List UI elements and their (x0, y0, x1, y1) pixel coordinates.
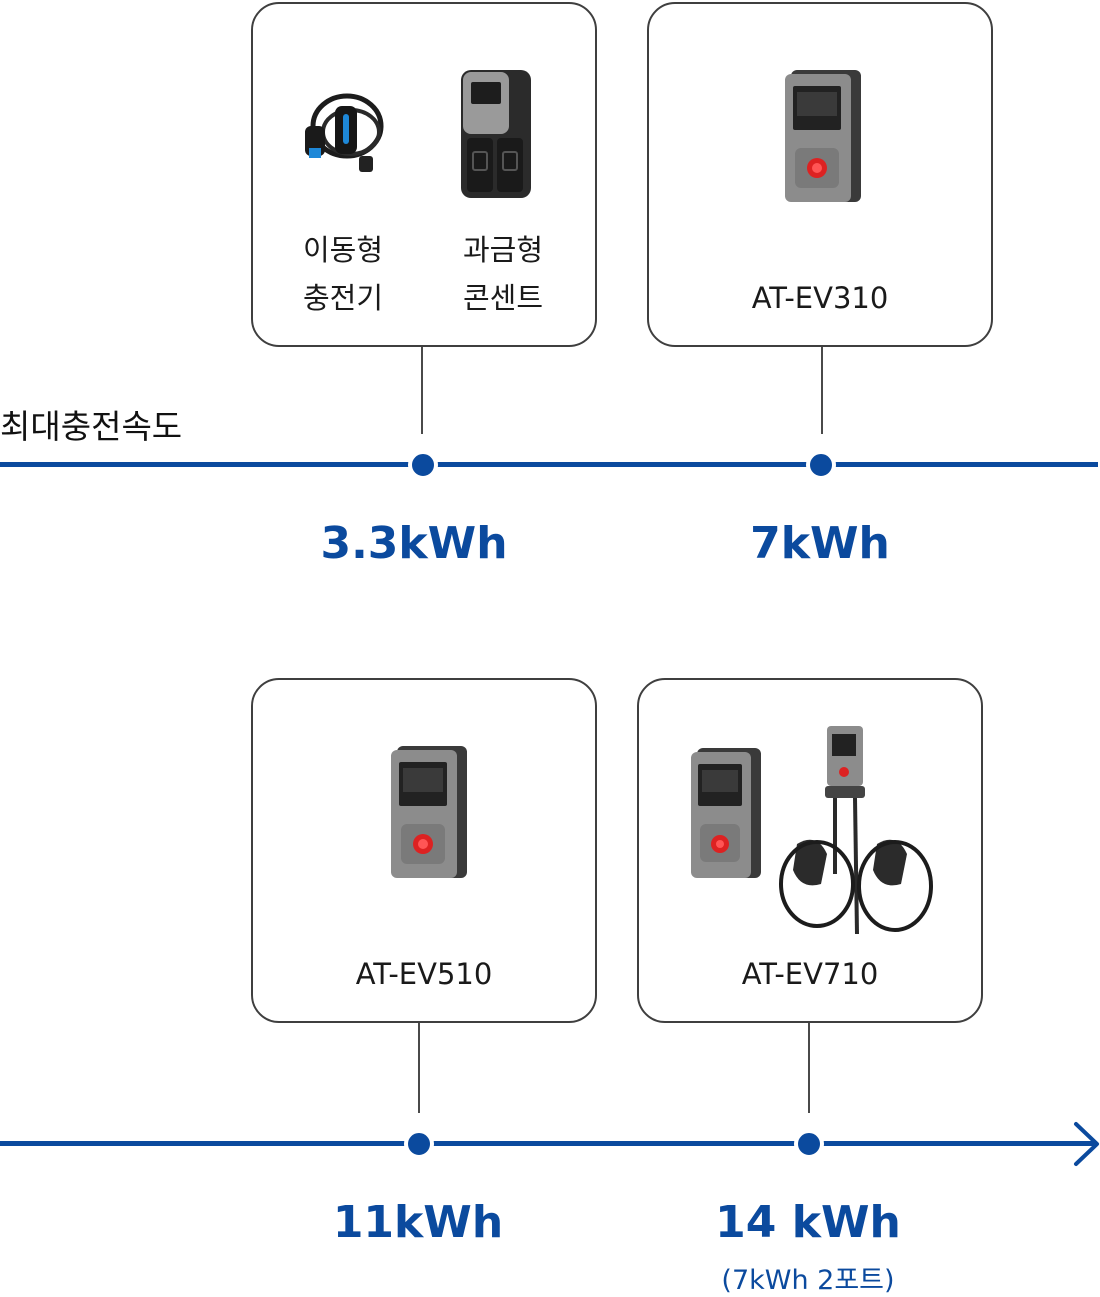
timeline-dot (404, 1129, 434, 1159)
timeline-axis (0, 462, 1098, 467)
product-label-portable-charger: 이동형 충전기 (302, 233, 384, 315)
connector-line (421, 347, 423, 434)
product-label-at-ev710: AT-EV710 (741, 957, 879, 991)
arrow-right-icon (1072, 1121, 1100, 1167)
timeline-dot (408, 450, 438, 480)
product-label-billing-outlet: 과금형 콘센트 (462, 233, 544, 315)
speed-label-11: 11kWh (332, 1197, 504, 1248)
product-card-portable: 이동형 충전기 과금형 콘센트 (251, 2, 597, 347)
connector-line (821, 347, 823, 434)
timeline-dot (806, 450, 836, 480)
wall-charger-icon (783, 68, 863, 204)
product-card-at-ev710: AT-EV710 (637, 678, 983, 1023)
connector-line (808, 1023, 810, 1113)
product-card-at-ev310: AT-EV310 (647, 2, 993, 347)
timeline-dot (794, 1129, 824, 1159)
product-label-at-ev510: AT-EV510 (355, 957, 493, 991)
dual-port-charger-icon (689, 724, 939, 944)
speed-label-7: 7kWh (750, 518, 890, 569)
billing-outlet-icon (459, 68, 535, 200)
speed-note-14: (7kWh 2포트) (721, 1265, 895, 1296)
speed-label-14: 14 kWh (715, 1197, 901, 1248)
wall-charger-icon (389, 744, 469, 880)
product-label-at-ev310: AT-EV310 (751, 281, 889, 315)
connector-line (418, 1023, 420, 1113)
portable-charger-icon (299, 84, 389, 184)
product-card-at-ev510: AT-EV510 (251, 678, 597, 1023)
axis-title: 최대충전속도 (0, 407, 183, 446)
timeline-axis (0, 1141, 1094, 1146)
speed-label-3-3: 3.3kWh (320, 518, 508, 569)
